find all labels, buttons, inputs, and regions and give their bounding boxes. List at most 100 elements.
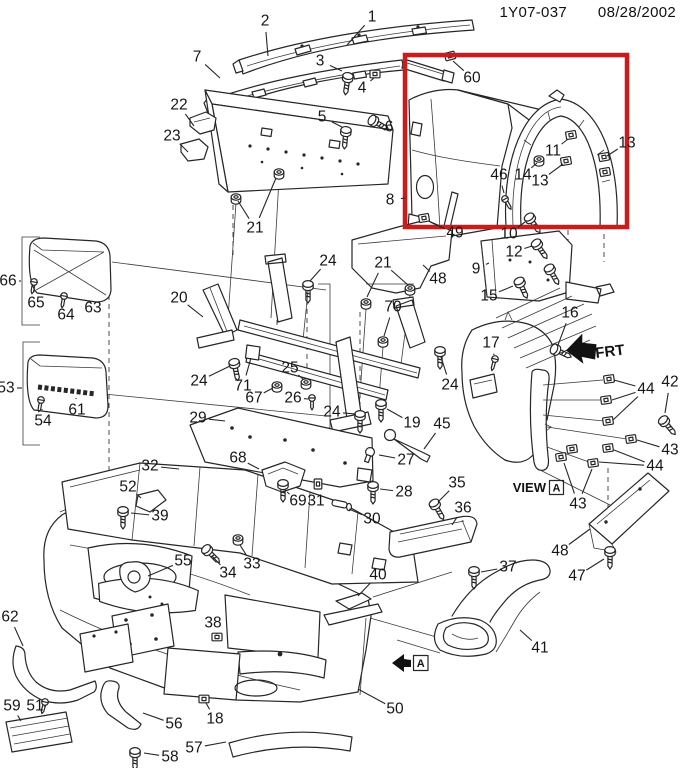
svg-text:37: 37	[499, 559, 516, 576]
callout-50: 50	[357, 688, 404, 718]
callout-18: 18	[205, 702, 224, 728]
callout-13: 13	[531, 163, 564, 190]
callout-33: 33	[239, 544, 261, 573]
callout-68: 68	[229, 450, 260, 470]
lower-baffle-panel	[189, 407, 374, 488]
callout-59: 59	[3, 698, 22, 722]
callout-30: 30	[348, 508, 381, 528]
callout-60: 60	[452, 60, 481, 87]
callout-48: 48	[551, 528, 591, 560]
car-body-sketch	[461, 287, 628, 506]
callout-28: 28	[379, 484, 413, 501]
callout-2: 2	[261, 13, 270, 57]
callout-42: 42	[661, 374, 679, 414]
molding-57	[228, 731, 353, 758]
callout-11: 11	[545, 138, 569, 160]
svg-text:13: 13	[618, 135, 635, 152]
callout-17: 17	[482, 335, 500, 356]
impact-bar	[232, 19, 475, 75]
callout-57: 57	[185, 740, 227, 757]
svg-text:24: 24	[323, 404, 341, 421]
callout-53: 53	[0, 380, 22, 397]
svg-text:66: 66	[0, 273, 17, 290]
callout-36: 36	[451, 500, 472, 526]
callout-51: 51	[26, 698, 46, 715]
hood-latch-brackets	[180, 111, 217, 162]
callout-40: 40	[357, 567, 387, 597]
svg-text:32: 32	[141, 458, 158, 475]
svg-text:12: 12	[505, 244, 522, 261]
lamp-lens-59	[5, 711, 73, 753]
callout-16: 16	[557, 305, 579, 346]
svg-text:49: 49	[446, 225, 463, 242]
svg-text:29: 29	[189, 410, 206, 427]
svg-text:24: 24	[441, 377, 459, 394]
svg-text:8: 8	[386, 192, 395, 209]
view-label: VIEW	[513, 480, 547, 495]
tie-bar-panel	[204, 89, 394, 193]
callout-41: 41	[519, 629, 549, 657]
section-ref-letter: A	[417, 658, 425, 670]
callout-38: 38	[204, 615, 222, 635]
callout-58: 58	[143, 749, 179, 766]
frt-label: FRT	[594, 342, 625, 362]
svg-text:45: 45	[433, 416, 450, 433]
section-arrow-icon	[392, 654, 429, 672]
corner-molding-62	[12, 645, 97, 704]
svg-text:22: 22	[170, 97, 187, 114]
svg-text:52: 52	[119, 479, 136, 496]
callout-54: 54	[34, 408, 52, 430]
callout-12: 12	[505, 244, 533, 261]
callout-21: 21	[366, 255, 409, 298]
doc-date: 08/28/2002	[598, 4, 676, 21]
view-ref-letter: A	[553, 483, 561, 495]
svg-text:44: 44	[637, 381, 655, 398]
svg-text:18: 18	[206, 711, 223, 728]
callout-29: 29	[189, 410, 226, 427]
callout-43: 43	[563, 462, 593, 513]
callout-46: 46	[490, 167, 508, 194]
grille-brace-36	[388, 515, 478, 558]
callout-9: 9	[472, 261, 490, 278]
svg-text:61: 61	[68, 402, 85, 419]
svg-text:9: 9	[472, 261, 481, 278]
svg-text:60: 60	[463, 70, 481, 87]
callout-14: 14	[514, 162, 538, 184]
callout-66: 66	[0, 273, 21, 290]
doc-number: 1Y07-037	[500, 4, 567, 21]
highlight-overlay	[402, 52, 630, 230]
air-duct-41	[433, 559, 551, 657]
callout-44: 44	[598, 449, 664, 475]
callout-49: 49	[429, 221, 464, 242]
callout-37: 37	[480, 559, 517, 576]
callout-69: 69	[286, 491, 307, 510]
svg-text:65: 65	[27, 295, 44, 312]
svg-text:56: 56	[165, 716, 182, 733]
svg-text:7: 7	[193, 49, 202, 66]
svg-text:38: 38	[204, 615, 221, 632]
svg-text:24: 24	[190, 373, 208, 390]
callout-20: 20	[170, 290, 204, 318]
callout-32: 32	[141, 458, 180, 475]
callout-64: 64	[57, 303, 75, 324]
svg-text:2: 2	[261, 13, 270, 30]
center-bracket-68	[261, 461, 306, 493]
svg-text:17: 17	[482, 335, 499, 352]
callout-10: 10	[500, 221, 526, 243]
svg-text:16: 16	[561, 305, 578, 322]
backup-lamp-housing	[28, 237, 112, 303]
callout-21: 21	[237, 177, 277, 237]
callout-35: 35	[437, 475, 466, 503]
callout-55: 55	[147, 553, 192, 577]
callout-62: 62	[1, 609, 24, 647]
svg-text:53: 53	[0, 380, 15, 397]
callout-23: 23	[163, 128, 189, 153]
svg-text:21: 21	[246, 220, 263, 237]
callout-6: 6	[376, 119, 393, 136]
callout-65: 65	[27, 290, 45, 312]
svg-text:13: 13	[531, 173, 548, 190]
callout-61: 61	[68, 397, 86, 419]
svg-text:47: 47	[568, 568, 585, 585]
callout-27: 27	[378, 452, 415, 469]
